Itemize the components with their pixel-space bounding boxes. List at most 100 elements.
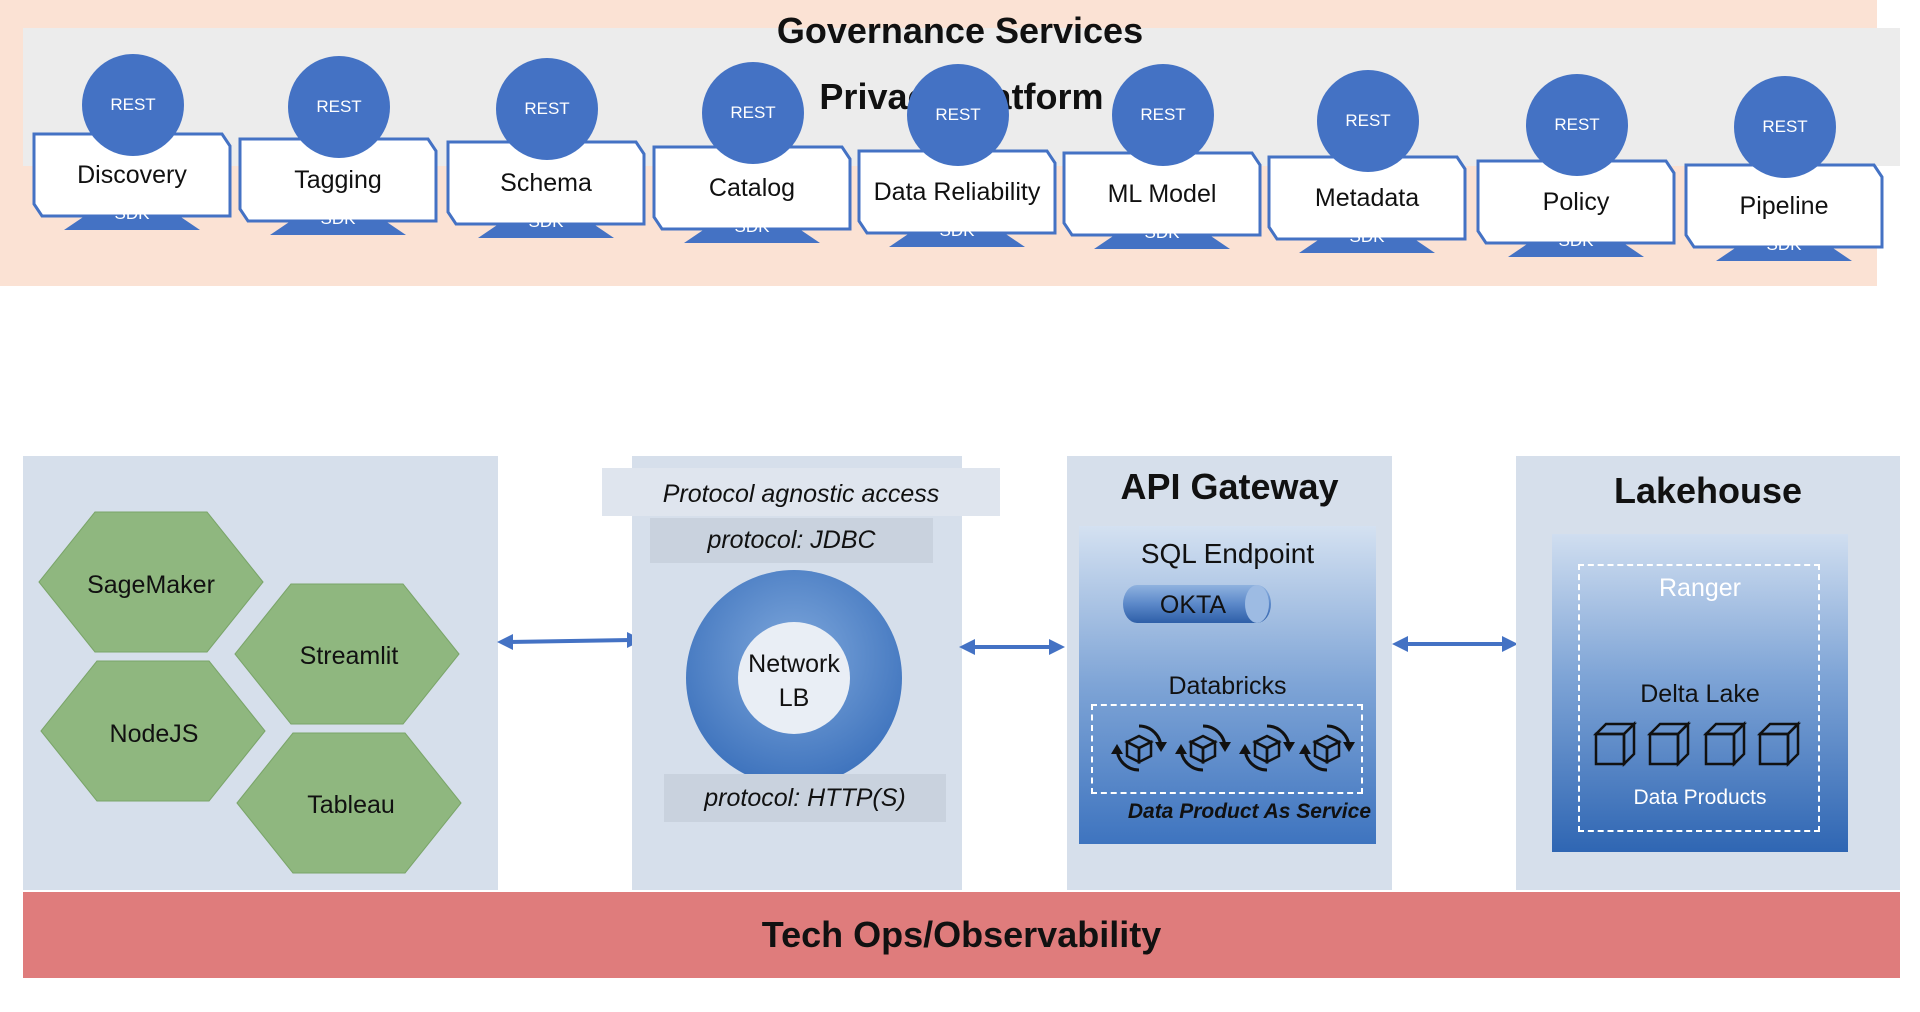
arrow-gateway-lakehouse xyxy=(1392,636,1518,652)
cube-icon-3 xyxy=(1702,720,1748,768)
hex-streamlit[interactable]: Streamlit xyxy=(234,583,460,725)
lakehouse-panel: Lakehouse Ranger Delta Lake xyxy=(1516,456,1900,890)
sdk-label: SDK xyxy=(939,221,975,240)
arrow-clients-protocol xyxy=(497,632,643,650)
api-gateway-title: API Gateway xyxy=(1120,466,1339,507)
service-box xyxy=(1267,155,1467,241)
clients-panel: SageMaker Streamlit NodeJS Tableau xyxy=(23,456,498,890)
governance-services-title: Governance Services xyxy=(776,10,1144,51)
sdk-label: SDK xyxy=(320,209,356,228)
sdk-label: SDK xyxy=(114,204,150,223)
rest-circle[interactable]: REST xyxy=(1734,76,1836,178)
rest-circle[interactable]: REST xyxy=(1317,70,1419,172)
databricks-dashed-box xyxy=(1091,704,1363,794)
delta-lake-box[interactable]: Ranger Delta Lake xyxy=(1552,534,1848,852)
rest-circle[interactable]: REST xyxy=(702,62,804,164)
service-label: Metadata xyxy=(1314,184,1420,212)
service-label: Schema xyxy=(500,169,592,197)
arrow-protocol-gateway xyxy=(959,639,1065,655)
dpaas-label: Data Product As Service xyxy=(1127,800,1371,823)
hex-sagemaker[interactable]: SageMaker xyxy=(38,511,264,653)
protocol-http-label: protocol: HTTP(S) xyxy=(704,784,906,812)
tech-ops-title: Tech Ops/Observability xyxy=(761,914,1162,955)
data-product-refresh-icon-1 xyxy=(1111,724,1167,772)
data-product-refresh-icon-2 xyxy=(1175,724,1231,772)
okta-cylinder[interactable]: OKTA xyxy=(1117,582,1277,626)
rest-label: REST xyxy=(1140,105,1186,124)
protocol-jdbc-label: protocol: JDBC xyxy=(707,526,876,554)
tech-ops-band: Tech Ops/Observability xyxy=(23,892,1900,978)
hex-label-nodejs: NodeJS xyxy=(110,720,199,748)
service-box xyxy=(1684,163,1884,249)
lakehouse-title: Lakehouse xyxy=(1613,470,1803,511)
service-box xyxy=(32,132,232,218)
service-box xyxy=(446,140,646,226)
data-product-cubes xyxy=(1592,720,1802,768)
sql-endpoint-label: SQL Endpoint xyxy=(1140,538,1315,569)
ranger-dashed-box xyxy=(1578,564,1820,832)
data-product-refresh-icon-3 xyxy=(1239,724,1295,772)
sdk-label: SDK xyxy=(1144,223,1180,242)
rest-label: REST xyxy=(524,99,570,118)
service-label: Pipeline xyxy=(1739,192,1829,220)
rest-label: REST xyxy=(110,95,156,114)
protocol-title: Protocol agnostic access xyxy=(662,480,940,508)
protocol-http-box xyxy=(664,774,946,822)
rest-label: REST xyxy=(1345,111,1391,130)
data-product-icons xyxy=(1111,724,1355,772)
service-label: Tagging xyxy=(294,166,382,194)
network-lb-line1: Network xyxy=(748,650,840,678)
rest-circle[interactable]: REST xyxy=(496,58,598,160)
protocol-title-box xyxy=(602,468,1000,516)
cube-icon-1 xyxy=(1592,720,1638,768)
okta-label: OKTA xyxy=(1160,591,1227,619)
protocol-panel: Protocol agnostic access protocol: JDBC … xyxy=(602,456,1000,890)
delta-lake-label: Delta Lake xyxy=(1640,680,1760,708)
sdk-label: SDK xyxy=(528,212,564,231)
rest-circle[interactable]: REST xyxy=(82,54,184,156)
service-box xyxy=(652,145,852,231)
service-box xyxy=(238,137,438,223)
service-box xyxy=(1476,159,1676,245)
service-box xyxy=(857,149,1057,235)
rest-label: REST xyxy=(730,103,776,122)
data-products-label: Data Products xyxy=(1633,786,1767,809)
service-label: Discovery xyxy=(77,161,187,189)
sdk-label: SDK xyxy=(1558,231,1594,250)
network-lb-ring[interactable]: Network LB xyxy=(682,566,907,791)
sdk-label: SDK xyxy=(1349,227,1385,246)
rest-circle[interactable]: REST xyxy=(907,64,1009,166)
hex-label-tableau: Tableau xyxy=(307,791,395,819)
service-label: Policy xyxy=(1542,188,1610,216)
ranger-label: Ranger xyxy=(1659,574,1741,602)
service-label: Catalog xyxy=(708,174,796,202)
hex-nodejs[interactable]: NodeJS xyxy=(40,660,266,802)
rest-label: REST xyxy=(1554,115,1600,134)
hex-label-sagemaker: SageMaker xyxy=(87,571,215,599)
rest-circle[interactable]: REST xyxy=(1526,74,1628,176)
rest-circle[interactable]: REST xyxy=(1112,64,1214,166)
rest-label: REST xyxy=(935,105,981,124)
sdk-label: SDK xyxy=(734,217,770,236)
hex-tableau[interactable]: Tableau xyxy=(236,732,462,874)
cube-icon-2 xyxy=(1646,720,1692,768)
rest-circle[interactable]: REST xyxy=(288,56,390,158)
clients-hexagons: SageMaker Streamlit NodeJS Tableau xyxy=(38,511,462,874)
api-gateway-panel: API Gateway SQL Endpoint OKTA Databricks xyxy=(1067,456,1392,890)
hex-label-streamlit: Streamlit xyxy=(300,642,399,670)
data-product-refresh-icon-4 xyxy=(1299,724,1355,772)
rest-label: REST xyxy=(316,97,362,116)
sql-endpoint-box[interactable]: SQL Endpoint OKTA Databricks xyxy=(1079,526,1376,844)
service-box xyxy=(1062,151,1262,237)
service-label: ML Model xyxy=(1107,180,1217,208)
